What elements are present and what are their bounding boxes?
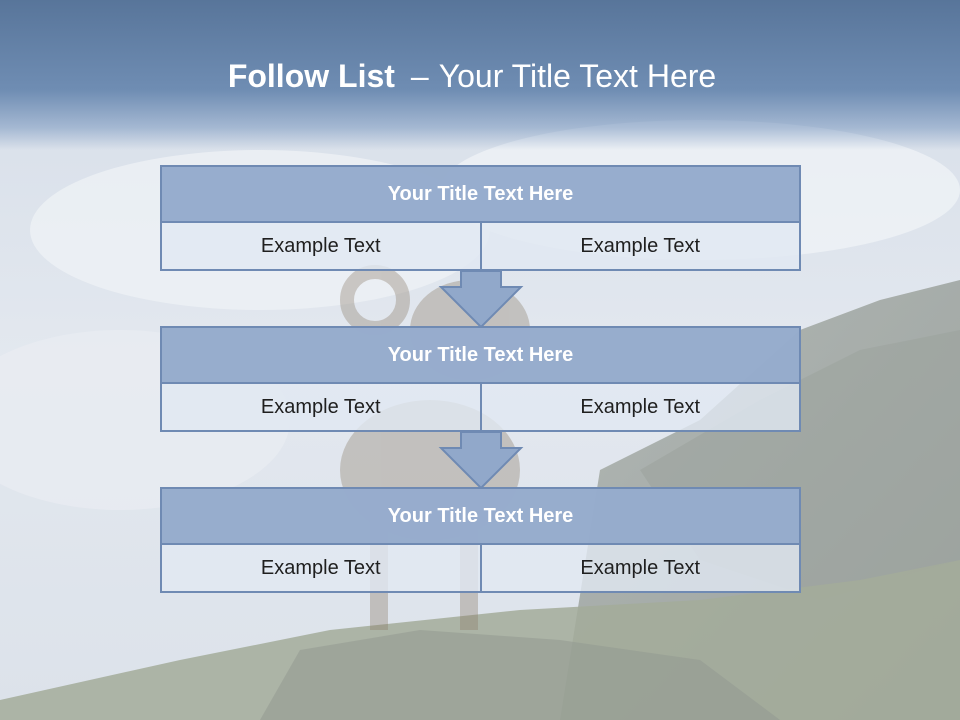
slide-title-separator: – (410, 58, 429, 94)
list-block-1[interactable]: Your Title Text Here Example Text Exampl… (160, 165, 801, 271)
block-cell-right[interactable]: Example Text (479, 223, 800, 269)
block-cell-right[interactable]: Example Text (479, 545, 800, 591)
block-title[interactable]: Your Title Text Here (162, 489, 799, 545)
block-title[interactable]: Your Title Text Here (162, 328, 799, 384)
block-row: Example Text Example Text (162, 384, 799, 430)
slide-title-bold: Follow List (227, 58, 395, 94)
down-arrow-icon (438, 431, 524, 490)
slide-title: Follow List–Your Title Text Here (0, 52, 944, 100)
block-row: Example Text Example Text (162, 545, 799, 591)
block-cell-right[interactable]: Example Text (479, 384, 800, 430)
down-arrow-icon (438, 270, 524, 329)
block-title[interactable]: Your Title Text Here (162, 167, 799, 223)
block-cell-left[interactable]: Example Text (260, 395, 381, 418)
block-cell-left[interactable]: Example Text (260, 556, 381, 579)
block-row: Example Text Example Text (162, 223, 799, 269)
slide-title-rest: Your Title Text Here (438, 58, 717, 94)
block-cell-left[interactable]: Example Text (260, 234, 381, 257)
title-band (0, 0, 960, 150)
list-block-2[interactable]: Your Title Text Here Example Text Exampl… (160, 326, 801, 432)
list-block-3[interactable]: Your Title Text Here Example Text Exampl… (160, 487, 801, 593)
